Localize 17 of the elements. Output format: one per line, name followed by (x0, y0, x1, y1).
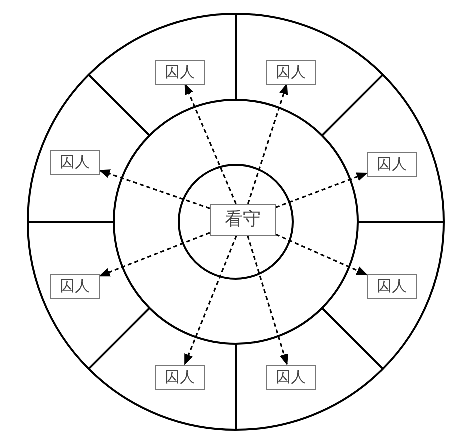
arrow (184, 236, 238, 366)
label-box: 囚人 (367, 152, 417, 176)
label-box: 囚人 (155, 60, 205, 84)
label-box: 囚人 (50, 150, 100, 174)
arrow (184, 83, 237, 204)
label-box: 看守 (210, 204, 276, 236)
arrow (247, 83, 288, 204)
arrow (98, 232, 210, 277)
label-box: 囚人 (367, 274, 417, 298)
label-box: 囚人 (155, 364, 205, 390)
arrow (276, 172, 368, 208)
label-box: 囚人 (50, 274, 100, 298)
label-box: 囚人 (266, 364, 316, 390)
arrow (98, 170, 210, 210)
label-box: 囚人 (266, 60, 316, 84)
arrow (276, 234, 368, 276)
arrow (247, 236, 289, 366)
